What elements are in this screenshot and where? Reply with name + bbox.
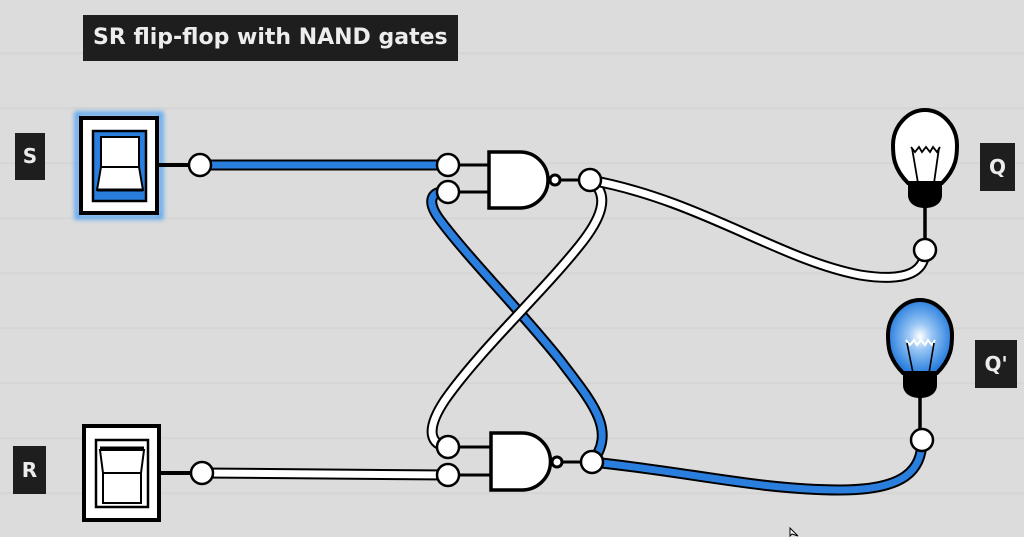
lightbulb-on-icon [885,297,955,375]
terminal-nand-top-out [577,167,603,193]
nand-bottom-bubble [550,455,564,469]
terminal-nand-top-in2 [435,179,461,205]
mouse-cursor-icon [789,527,799,537]
terminal-nand-top-in1 [435,152,461,178]
label-q-not: Q' [975,340,1017,388]
diagram-title: SR flip-flop with NAND gates [83,15,458,61]
terminal-s-out [187,152,213,178]
nand-gate-bottom [458,431,582,492]
wire-qnot-to-bulb [591,439,928,496]
bulb-q [890,107,960,240]
terminal-nand-bottom-in1 [435,434,461,460]
wire-qnot-feedback [426,186,608,466]
bulb-q-not [885,297,955,430]
switch-s[interactable] [74,111,190,220]
wire-r-to-nand-bottom [201,467,449,481]
wire-q-to-bulb [589,174,931,283]
label-s: S [15,133,45,180]
terminal-nand-bottom-out [579,449,605,475]
nand-top-bubble [548,173,562,187]
nand-gate-top [458,150,580,210]
label-r: R [13,446,46,494]
terminal-r-out [189,460,215,486]
terminal-nand-bottom-in2 [435,462,461,488]
terminal-bulb-q [912,237,938,263]
label-q: Q [980,143,1015,191]
wire-q-feedback [426,175,608,453]
terminal-bulb-q-not [909,427,935,453]
lightbulb-off-icon [890,107,960,185]
switch-r[interactable] [82,424,192,522]
